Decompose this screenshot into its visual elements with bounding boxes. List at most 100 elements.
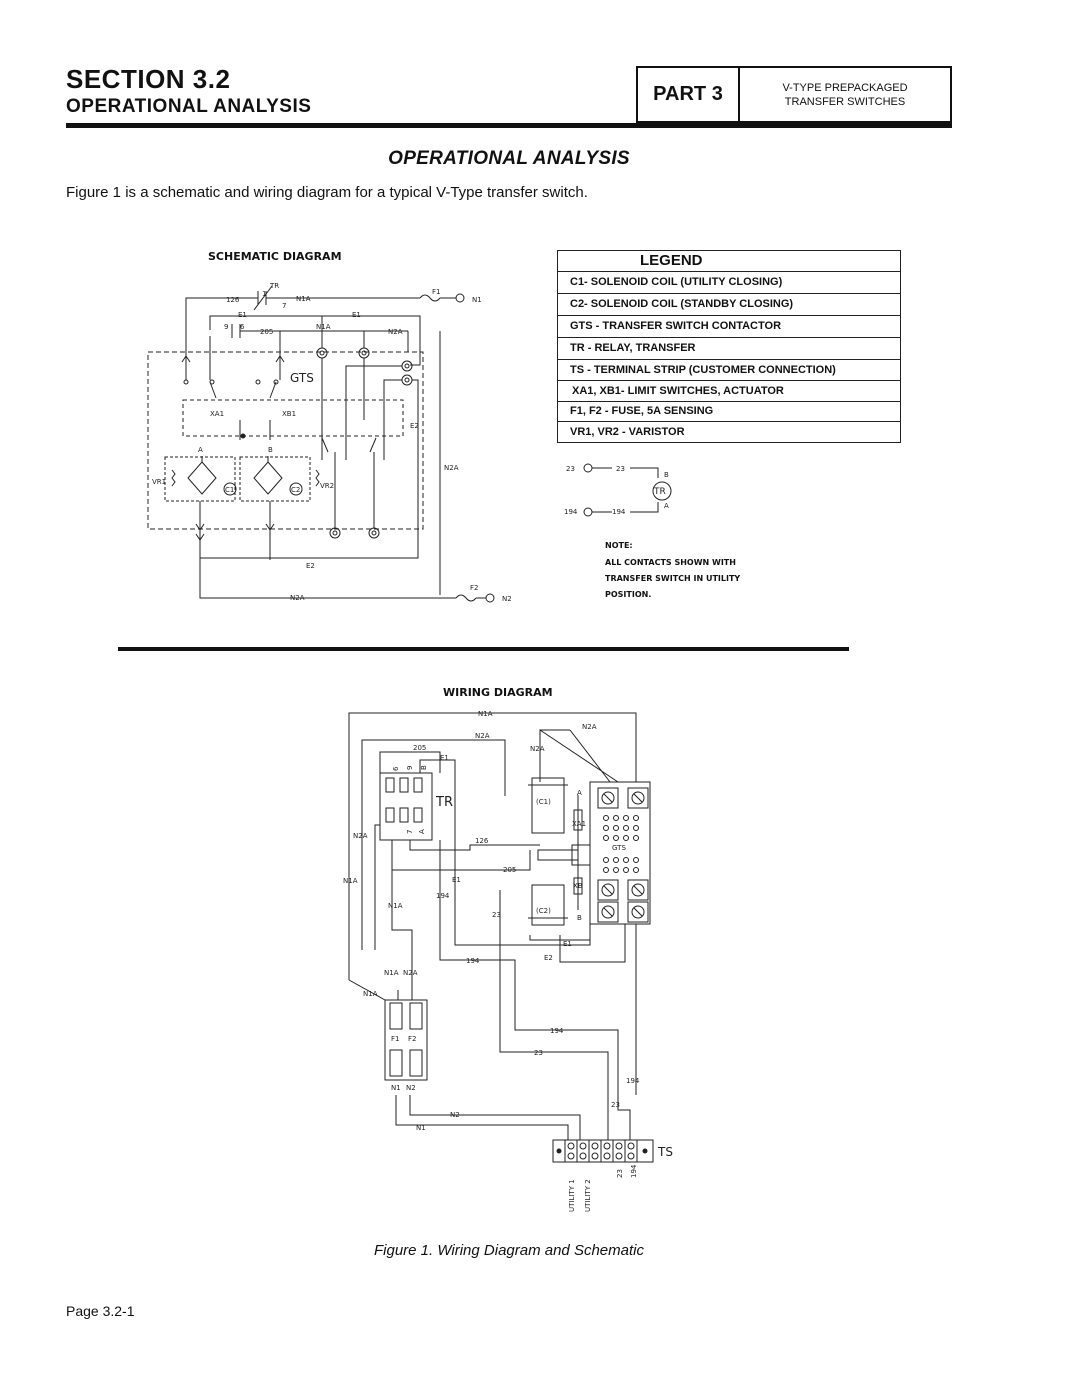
wire-126: 126 — [226, 296, 240, 304]
coil-pin-a: A — [577, 789, 582, 797]
legend-item: C1- SOLENOID COIL (UTILITY CLOSING) — [558, 272, 900, 294]
w-n2a-mid: N2A — [530, 745, 545, 753]
figure-caption: Figure 1. Wiring Diagram and Schematic — [374, 1242, 644, 1259]
wire-205: 205 — [260, 328, 273, 336]
w-e2-bot: E2 — [544, 954, 553, 962]
wire-e1-left: E1 — [238, 311, 247, 319]
w-194: 194 — [436, 892, 450, 900]
tr-relay-block — [379, 772, 433, 841]
ts-label: TS — [657, 1145, 673, 1159]
ts-194: 194 — [630, 1164, 638, 1178]
point-b: B — [268, 446, 273, 454]
w-e1: E1 — [452, 876, 461, 884]
w-23-c: 23 — [611, 1101, 620, 1109]
pin-a: A — [418, 829, 426, 834]
terminal-n1: N1 — [472, 296, 482, 304]
limit-xb1: XB1 — [282, 410, 296, 418]
gts-label: GTS — [290, 371, 314, 385]
note-line-1: ALL CONTACTS SHOWN WITH — [605, 558, 736, 567]
part-label: PART 3 — [636, 66, 740, 123]
tr-label: TR — [435, 795, 453, 810]
w-n1a-f: N1A — [384, 969, 399, 977]
product-box: V-TYPE PREPACKAGED TRANSFER SWITCHES — [740, 66, 952, 123]
legend-box: LEGEND C1- SOLENOID COIL (UTILITY CLOSIN… — [557, 250, 901, 443]
coil-c1-block — [531, 777, 565, 834]
coil-c2: C2 — [291, 486, 300, 494]
legend-item: TR - RELAY, TRANSFER — [558, 338, 900, 360]
intro-paragraph: Figure 1 is a schematic and wiring diagr… — [66, 184, 588, 201]
header-rule — [66, 123, 952, 128]
gts-label: GTS — [612, 844, 626, 852]
w-194-mid: 194 — [466, 957, 480, 965]
ts-utility-1: UTILITY 1 — [568, 1179, 576, 1212]
relay-w23-left: 23 — [566, 465, 575, 473]
relay-tr: TR — [653, 487, 666, 497]
wiring-title: WIRING DIAGRAM — [443, 686, 553, 699]
ts-terminal-strip — [552, 1139, 654, 1163]
w-126: 126 — [475, 837, 489, 845]
legend-item: XA1, XB1- LIMIT SWITCHES, ACTUATOR — [558, 381, 900, 402]
wire-n1a-top: N1A — [296, 295, 311, 303]
legend-item: TS - TERMINAL STRIP (CUSTOMER CONNECTION… — [558, 360, 900, 381]
fuse-f1: F1 — [391, 1035, 399, 1043]
w-n1a-top: N1A — [478, 710, 493, 718]
contact-9: 9 — [224, 323, 228, 331]
ts-utility-2: UTILITY 2 — [584, 1179, 592, 1212]
pin-6: 6 — [392, 766, 400, 771]
wire-n2a-right: N2A — [444, 464, 459, 472]
coil-c2-label: (C2) — [536, 907, 551, 915]
coil-c1-label: (C1) — [536, 798, 551, 806]
w-194-c: 194 — [626, 1077, 640, 1085]
wire-n2a-mid: N2A — [388, 328, 403, 336]
schematic-diagram: SCHEMATIC DIAGRAM TR 126 1 7 N1A F1 N1 E… — [147, 250, 740, 603]
pin-7: 7 — [406, 830, 414, 834]
pin-9: 9 — [406, 766, 414, 770]
legend-item: F1, F2 - FUSE, 5A SENSING — [558, 402, 900, 422]
wiring-diagram: WIRING DIAGRAM N1A N2A N2A N2A 205 E1 6 … — [343, 686, 673, 1212]
w-23: 23 — [492, 911, 501, 919]
w-n1: N1 — [391, 1084, 401, 1092]
note-title: NOTE: — [605, 541, 633, 550]
relay-w23-right: 23 — [616, 465, 625, 473]
pin-b: B — [420, 765, 428, 770]
varistor-vr1: VR1 — [152, 478, 166, 486]
relay-w194-right: 194 — [612, 508, 626, 516]
w-e1-top: E1 — [440, 754, 449, 762]
contact-1: 1 — [262, 290, 266, 298]
terminal-n2: N2 — [502, 595, 512, 603]
contact-6: 6 — [240, 323, 245, 331]
wire-n1a-mid: N1A — [316, 323, 331, 331]
coil-c2-block — [531, 884, 565, 926]
limit-xa1: XA1 — [210, 410, 224, 418]
w-n1a-inner: N1A — [388, 902, 403, 910]
wire-n2a-bottom: N2A — [290, 594, 305, 602]
w-n1a-f2: N1A — [363, 990, 378, 998]
section-title: OPERATIONAL ANALYSIS — [66, 96, 312, 117]
w-205: 205 — [503, 866, 516, 874]
section-number: SECTION 3.2 — [66, 64, 231, 94]
w-205-top: 205 — [413, 744, 426, 752]
fuse-f1: F1 — [432, 288, 440, 296]
product-line-2: TRANSFER SWITCHES — [784, 95, 906, 108]
legend-title: LEGEND — [558, 251, 900, 272]
section-divider — [118, 647, 849, 651]
fuse-f2: F2 — [408, 1035, 416, 1043]
ts-23: 23 — [616, 1169, 624, 1178]
w-23-b: 23 — [534, 1049, 543, 1057]
wire-e2-bottom: E2 — [306, 562, 315, 570]
w-n2a-left: N2A — [475, 732, 490, 740]
relay-detail: 23 23 B TR A 194 194 — [564, 463, 672, 517]
relay-b: B — [664, 471, 669, 479]
product-line-1: V-TYPE PREPACKAGED — [782, 81, 908, 94]
w-194-b: 194 — [550, 1027, 564, 1035]
wire-e1-right: E1 — [352, 311, 361, 319]
coil-pin-b: B — [577, 914, 582, 922]
ts-terminals — [556, 1140, 648, 1162]
w-n2a-top: N2A — [582, 723, 597, 731]
fuse-f2: F2 — [470, 584, 478, 592]
point-a: A — [198, 446, 203, 454]
note-line-2: TRANSFER SWITCH IN UTILITY — [605, 574, 740, 583]
contact-7: 7 — [282, 302, 286, 310]
gts-contact-grid — [603, 815, 639, 873]
schematic-title: SCHEMATIC DIAGRAM — [208, 250, 342, 263]
